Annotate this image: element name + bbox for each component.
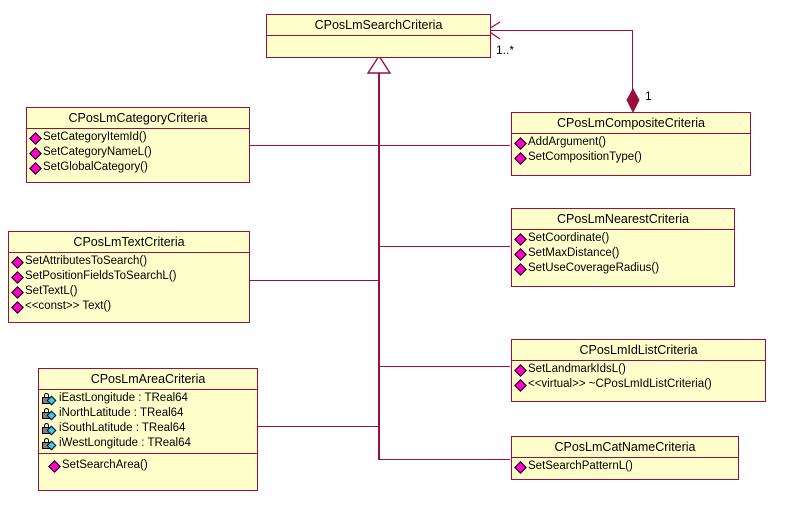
operation-diamond-icon	[12, 256, 23, 267]
operation-row[interactable]: SetCompositionType()	[514, 150, 748, 165]
generalization-branch-category	[250, 145, 380, 146]
class-name-cposlmidlistcriteria: CPosLmIdListCriteria	[512, 340, 765, 361]
aggregation-vertical-segment	[632, 30, 633, 102]
generalization-branch-composite	[378, 145, 510, 146]
operation-row[interactable]: SetCoordinate()	[514, 231, 732, 246]
operation-label: SetSearchPatternL()	[528, 460, 633, 472]
operation-row[interactable]: SetSearchPatternL()	[514, 459, 736, 474]
class-name-cposlmcategorycriteria: CPosLmCategoryCriteria	[27, 108, 249, 129]
attribute-row[interactable]: iNorthLatitude : TReal64	[41, 406, 255, 421]
operation-row[interactable]: SetUseCoverageRadius()	[514, 261, 732, 276]
attribute-label: iNorthLatitude : TReal64	[59, 407, 184, 419]
class-box-cposlmcategorycriteria[interactable]: CPosLmCategoryCriteria SetCategoryItemId…	[26, 107, 250, 183]
operation-row[interactable]: SetAttributesToSearch()	[11, 254, 247, 269]
generalization-triangle-icon	[366, 54, 392, 74]
class-name-cposlmcompositecriteria: CPosLmCompositeCriteria	[512, 113, 750, 134]
operation-label: AddArgument()	[528, 136, 606, 148]
operation-diamond-icon	[515, 263, 526, 274]
class-name-cposlmtextcriteria: CPosLmTextCriteria	[9, 232, 249, 253]
operation-row[interactable]: <<virtual>> ~CPosLmIdListCriteria()	[514, 377, 763, 392]
operation-row[interactable]: AddArgument()	[514, 135, 748, 150]
operation-row[interactable]: SetLandmarkIdsL()	[514, 362, 763, 377]
operation-row[interactable]: SetCategoryItemId()	[29, 130, 247, 145]
operation-label: SetCategoryItemId()	[43, 131, 147, 143]
private-attribute-icon	[42, 437, 57, 450]
generalization-branch-catname	[378, 459, 510, 460]
attribute-label: iEastLongitude : TReal64	[59, 392, 188, 404]
class-name-cposlmsearchcriteria: CPosLmSearchCriteria	[267, 15, 490, 36]
operation-diamond-icon	[515, 364, 526, 375]
operation-diamond-icon	[30, 162, 41, 173]
operations-compartment-idlist: SetLandmarkIdsL() <<virtual>> ~CPosLmIdL…	[512, 361, 765, 394]
multiplicity-source: 1	[645, 89, 652, 103]
generalization-branch-idlist	[378, 366, 510, 367]
generalization-branch-area	[256, 426, 380, 427]
class-name-cposlmareacriteria: CPosLmAreaCriteria	[39, 369, 257, 390]
operation-label: SetSearchArea()	[62, 459, 148, 471]
class-name-cposlmnearestcriteria: CPosLmNearestCriteria	[512, 209, 734, 230]
operations-compartment-composite: AddArgument() SetCompositionType()	[512, 134, 750, 167]
composition-diamond-icon	[626, 87, 640, 114]
operation-label: SetUseCoverageRadius()	[528, 262, 660, 274]
operation-row[interactable]: SetMaxDistance()	[514, 246, 732, 261]
operation-row[interactable]: SetCategoryNameL()	[29, 145, 247, 160]
operation-row[interactable]: SetGlobalCategory()	[29, 160, 247, 175]
generalization-branch-nearest	[378, 246, 510, 247]
operation-diamond-icon	[515, 233, 526, 244]
class-box-cposlmidlistcriteria[interactable]: CPosLmIdListCriteria SetLandmarkIdsL() <…	[511, 339, 766, 402]
operation-diamond-icon	[515, 137, 526, 148]
operation-label: SetTextL()	[25, 285, 78, 297]
operation-diamond-icon	[30, 132, 41, 143]
multiplicity-target: 1..*	[496, 43, 515, 57]
generalization-branch-text	[250, 280, 380, 281]
attribute-row[interactable]: iEastLongitude : TReal64	[41, 391, 255, 406]
operations-compartment-category: SetCategoryItemId() SetCategoryNameL() S…	[27, 129, 249, 177]
operation-diamond-icon	[12, 301, 23, 312]
operations-compartment-area: SetSearchArea()	[39, 453, 257, 475]
operation-label: SetAttributesToSearch()	[25, 255, 148, 267]
attribute-label: iSouthLatitude : TReal64	[59, 422, 186, 434]
operation-diamond-icon	[30, 147, 41, 158]
class-box-cposlmcompositecriteria[interactable]: CPosLmCompositeCriteria AddArgument() Se…	[511, 112, 751, 176]
class-name-cposlmcatnamecriteria: CPosLmCatNameCriteria	[512, 437, 738, 458]
generalization-spine	[378, 73, 380, 460]
private-attribute-icon	[42, 422, 57, 435]
operation-label: SetCoordinate()	[528, 232, 610, 244]
operations-compartment-text: SetAttributesToSearch() SetPositionField…	[9, 253, 249, 316]
operation-diamond-icon	[515, 379, 526, 390]
attribute-label: iWestLongitude : TReal64	[59, 437, 191, 449]
operation-label: <<virtual>> ~CPosLmIdListCriteria()	[528, 378, 712, 390]
class-empty-compartment	[267, 36, 490, 52]
operations-compartment-catname: SetSearchPatternL()	[512, 458, 738, 476]
private-attribute-icon	[42, 392, 57, 405]
operation-diamond-icon	[49, 460, 60, 471]
operation-diamond-icon	[12, 271, 23, 282]
operation-label: SetMaxDistance()	[528, 247, 620, 259]
attribute-row[interactable]: iWestLongitude : TReal64	[41, 436, 255, 451]
operation-label: SetCategoryNameL()	[43, 146, 152, 158]
operation-row[interactable]: SetTextL()	[11, 284, 247, 299]
class-box-cposlmnearestcriteria[interactable]: CPosLmNearestCriteria SetCoordinate() Se…	[511, 208, 735, 287]
operation-label: SetPositionFieldsToSearchL()	[25, 270, 177, 282]
operations-compartment-nearest: SetCoordinate() SetMaxDistance() SetUseC…	[512, 230, 734, 278]
attribute-row[interactable]: iSouthLatitude : TReal64	[41, 421, 255, 436]
class-box-cposlmtextcriteria[interactable]: CPosLmTextCriteria SetAttributesToSearch…	[8, 231, 250, 323]
operation-label: <<const>> Text()	[25, 300, 112, 312]
operation-diamond-icon	[515, 152, 526, 163]
operation-label: SetGlobalCategory()	[43, 161, 148, 173]
operation-diamond-icon	[515, 461, 526, 472]
operation-row[interactable]: <<const>> Text()	[11, 299, 247, 314]
operation-row[interactable]: SetSearchArea()	[41, 458, 255, 473]
private-attribute-icon	[42, 407, 57, 420]
operation-row[interactable]: SetPositionFieldsToSearchL()	[11, 269, 247, 284]
operation-diamond-icon	[12, 286, 23, 297]
operation-label: SetCompositionType()	[528, 151, 642, 163]
aggregation-horizontal-segment	[490, 30, 633, 31]
class-box-cposlmareacriteria[interactable]: CPosLmAreaCriteria iEastLongitude : TRea…	[38, 368, 258, 491]
operation-label: SetLandmarkIdsL()	[528, 363, 626, 375]
class-box-cposlmsearchcriteria[interactable]: CPosLmSearchCriteria	[266, 14, 491, 58]
attributes-compartment-area: iEastLongitude : TReal64 iNorthLatitude …	[39, 390, 257, 453]
operation-diamond-icon	[515, 248, 526, 259]
class-box-cposlmcatnamecriteria[interactable]: CPosLmCatNameCriteria SetSearchPatternL(…	[511, 436, 739, 480]
